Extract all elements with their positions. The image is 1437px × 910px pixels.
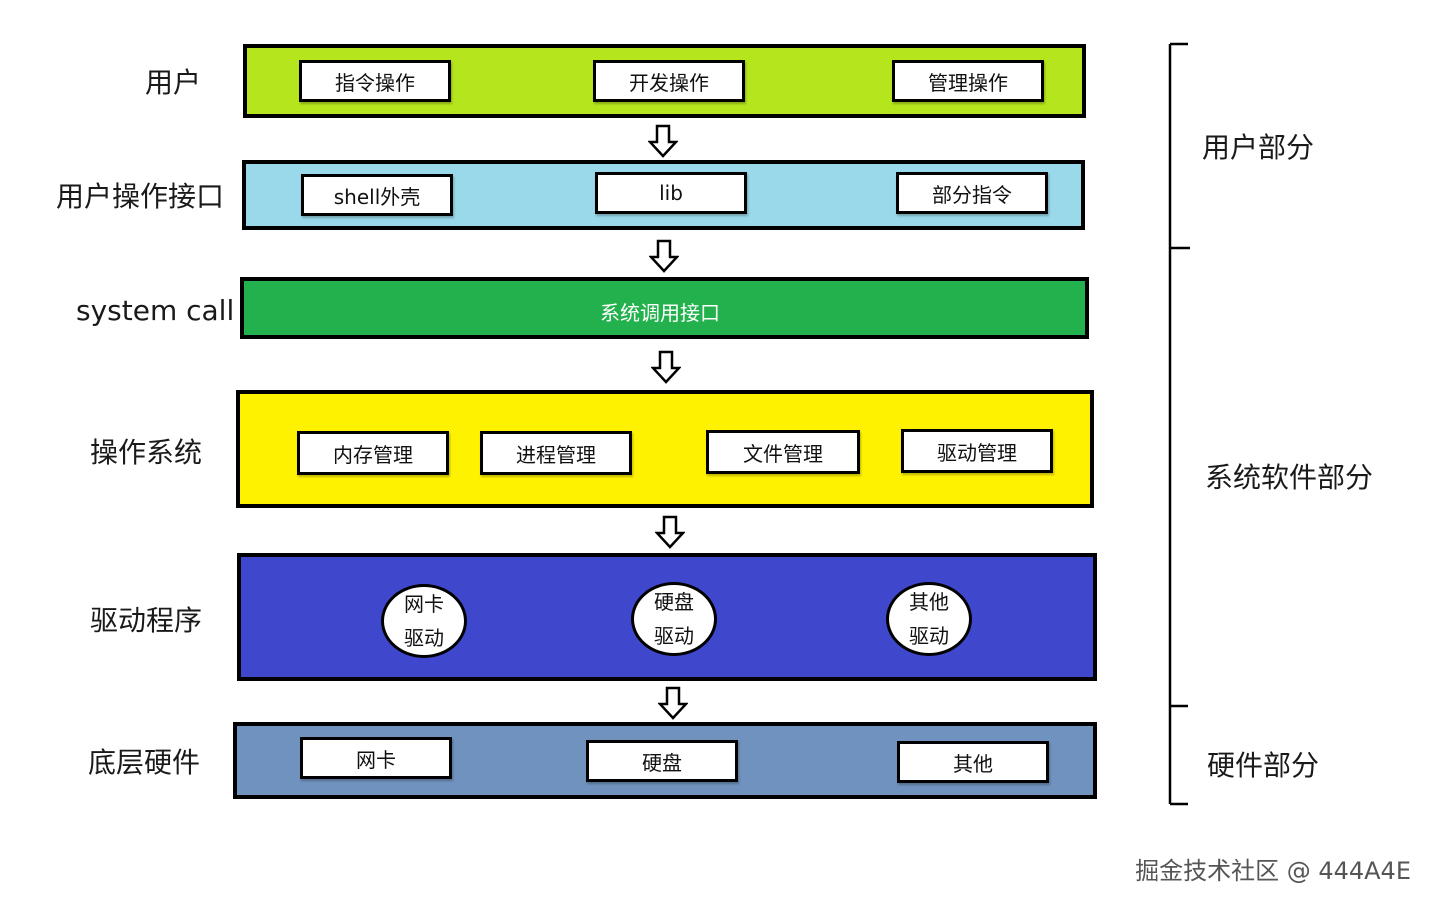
circle-disk-driver: 硬盘 驱动 [631,582,717,656]
circle-other-driver: 其他 驱动 [886,582,972,656]
side-label-system-software-part: 系统软件部分 [1205,461,1374,494]
label-os: 操作系统 [90,436,203,469]
label-syscall: system call [76,294,235,327]
arrow-down-icon-5 [658,686,688,720]
box-file-mgmt: 文件管理 [706,430,860,474]
box-user-dev: 开发操作 [593,60,745,102]
circle-nic-driver-line2: 驱动 [404,626,444,650]
box-partial-commands: 部分指令 [896,172,1048,214]
arrow-down-icon-4 [655,515,685,549]
label-user: 用户 [145,66,202,99]
box-process-mgmt: 进程管理 [480,431,632,475]
watermark: 掘金技术社区 @ 444A4E [1135,857,1411,885]
box-driver-mgmt: 驱动管理 [901,429,1053,473]
circle-other-driver-line2: 驱动 [909,624,949,648]
arrow-down-icon-2 [649,239,679,273]
circle-disk-driver-line1: 硬盘 [654,590,694,614]
label-driver: 驱动程序 [90,604,203,637]
box-shell: shell外壳 [301,174,453,216]
circle-other-driver-line1: 其他 [909,590,949,614]
circle-nic-driver: 网卡 驱动 [381,584,467,658]
box-lib: lib [595,172,747,214]
box-user-command: 指令操作 [299,60,451,102]
arrow-down-icon-1 [648,124,678,158]
box-memory-mgmt: 内存管理 [297,431,449,475]
side-label-hardware-part: 硬件部分 [1207,749,1320,782]
box-hw-disk: 硬盘 [586,740,738,782]
layer-syscall [240,277,1089,339]
circle-disk-driver-line2: 驱动 [654,624,694,648]
box-hw-nic: 网卡 [300,737,452,779]
label-interface: 用户操作接口 [56,180,225,213]
circle-nic-driver-line1: 网卡 [404,592,444,616]
box-user-admin: 管理操作 [892,60,1044,102]
right-bracket [1168,42,1190,806]
syscall-interface-text: 系统调用接口 [600,301,720,325]
label-hardware: 底层硬件 [88,746,201,779]
arrow-down-icon-3 [651,350,681,384]
box-hw-other: 其他 [897,741,1049,783]
side-label-user-part: 用户部分 [1202,131,1315,164]
